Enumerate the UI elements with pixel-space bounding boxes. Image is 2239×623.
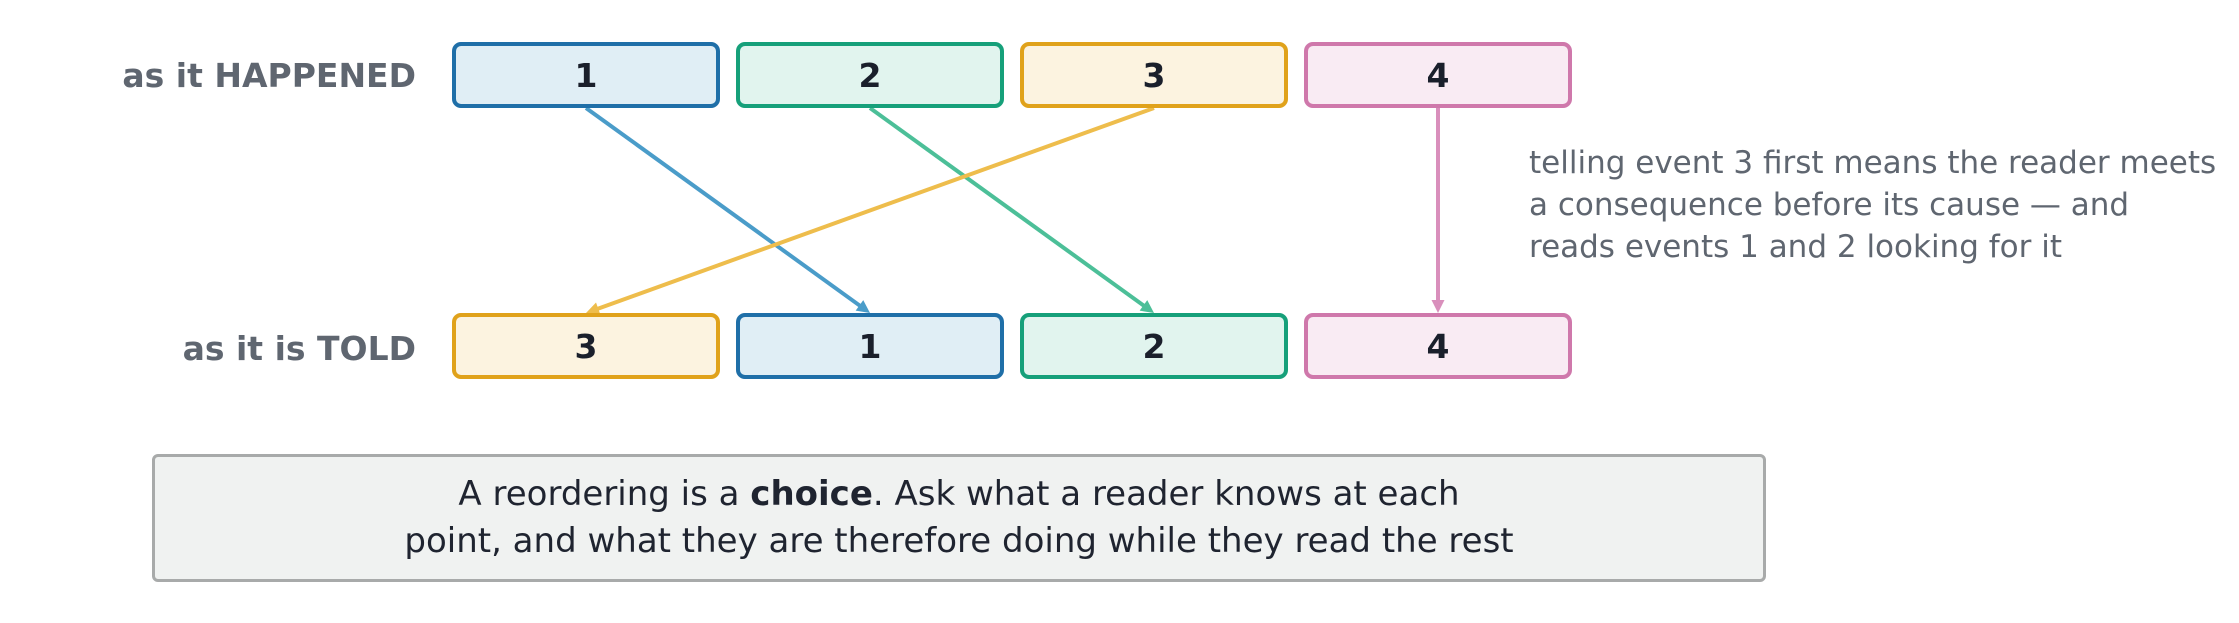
arrow-event-3 — [592, 106, 1155, 313]
arrowhead-event-2 — [1139, 300, 1154, 313]
told-event-2: 2 — [1020, 313, 1288, 379]
summary-callout: A reordering is a choice. Ask what a rea… — [152, 454, 1766, 582]
callout-line-1: A reordering is a choice. Ask what a rea… — [458, 471, 1459, 518]
note-line-1: telling event 3 first means the reader m… — [1529, 145, 2217, 181]
happened-event-3: 3 — [1020, 42, 1288, 108]
note-line-2: a consequence before its cause — and — [1529, 187, 2130, 223]
told-event-3: 3 — [452, 313, 720, 379]
row-label-happened: as it HAPPENED — [122, 56, 416, 95]
callout-bold: choice — [750, 474, 873, 514]
row-label-told: as it is TOLD — [182, 329, 416, 368]
note-line-3: reads events 1 and 2 looking for it — [1529, 229, 2062, 265]
callout-pre: A reordering is a — [458, 474, 751, 514]
happened-event-2: 2 — [736, 42, 1004, 108]
arrowhead-event-3 — [586, 302, 601, 315]
happened-event-1: 1 — [452, 42, 720, 108]
callout-post: . Ask what a reader knows at each — [872, 474, 1460, 514]
arrowhead-event-1 — [855, 300, 870, 313]
arrowhead-event-4 — [1431, 300, 1445, 313]
happened-event-4: 4 — [1304, 42, 1572, 108]
told-event-1: 1 — [736, 313, 1004, 379]
arrow-event-2 — [868, 106, 1149, 311]
arrow-event-1 — [584, 106, 865, 311]
told-event-4: 4 — [1304, 313, 1572, 379]
callout-line-2: point, and what they are therefore doing… — [404, 521, 1514, 561]
annotation-note: telling event 3 first means the reader m… — [1529, 142, 2219, 268]
